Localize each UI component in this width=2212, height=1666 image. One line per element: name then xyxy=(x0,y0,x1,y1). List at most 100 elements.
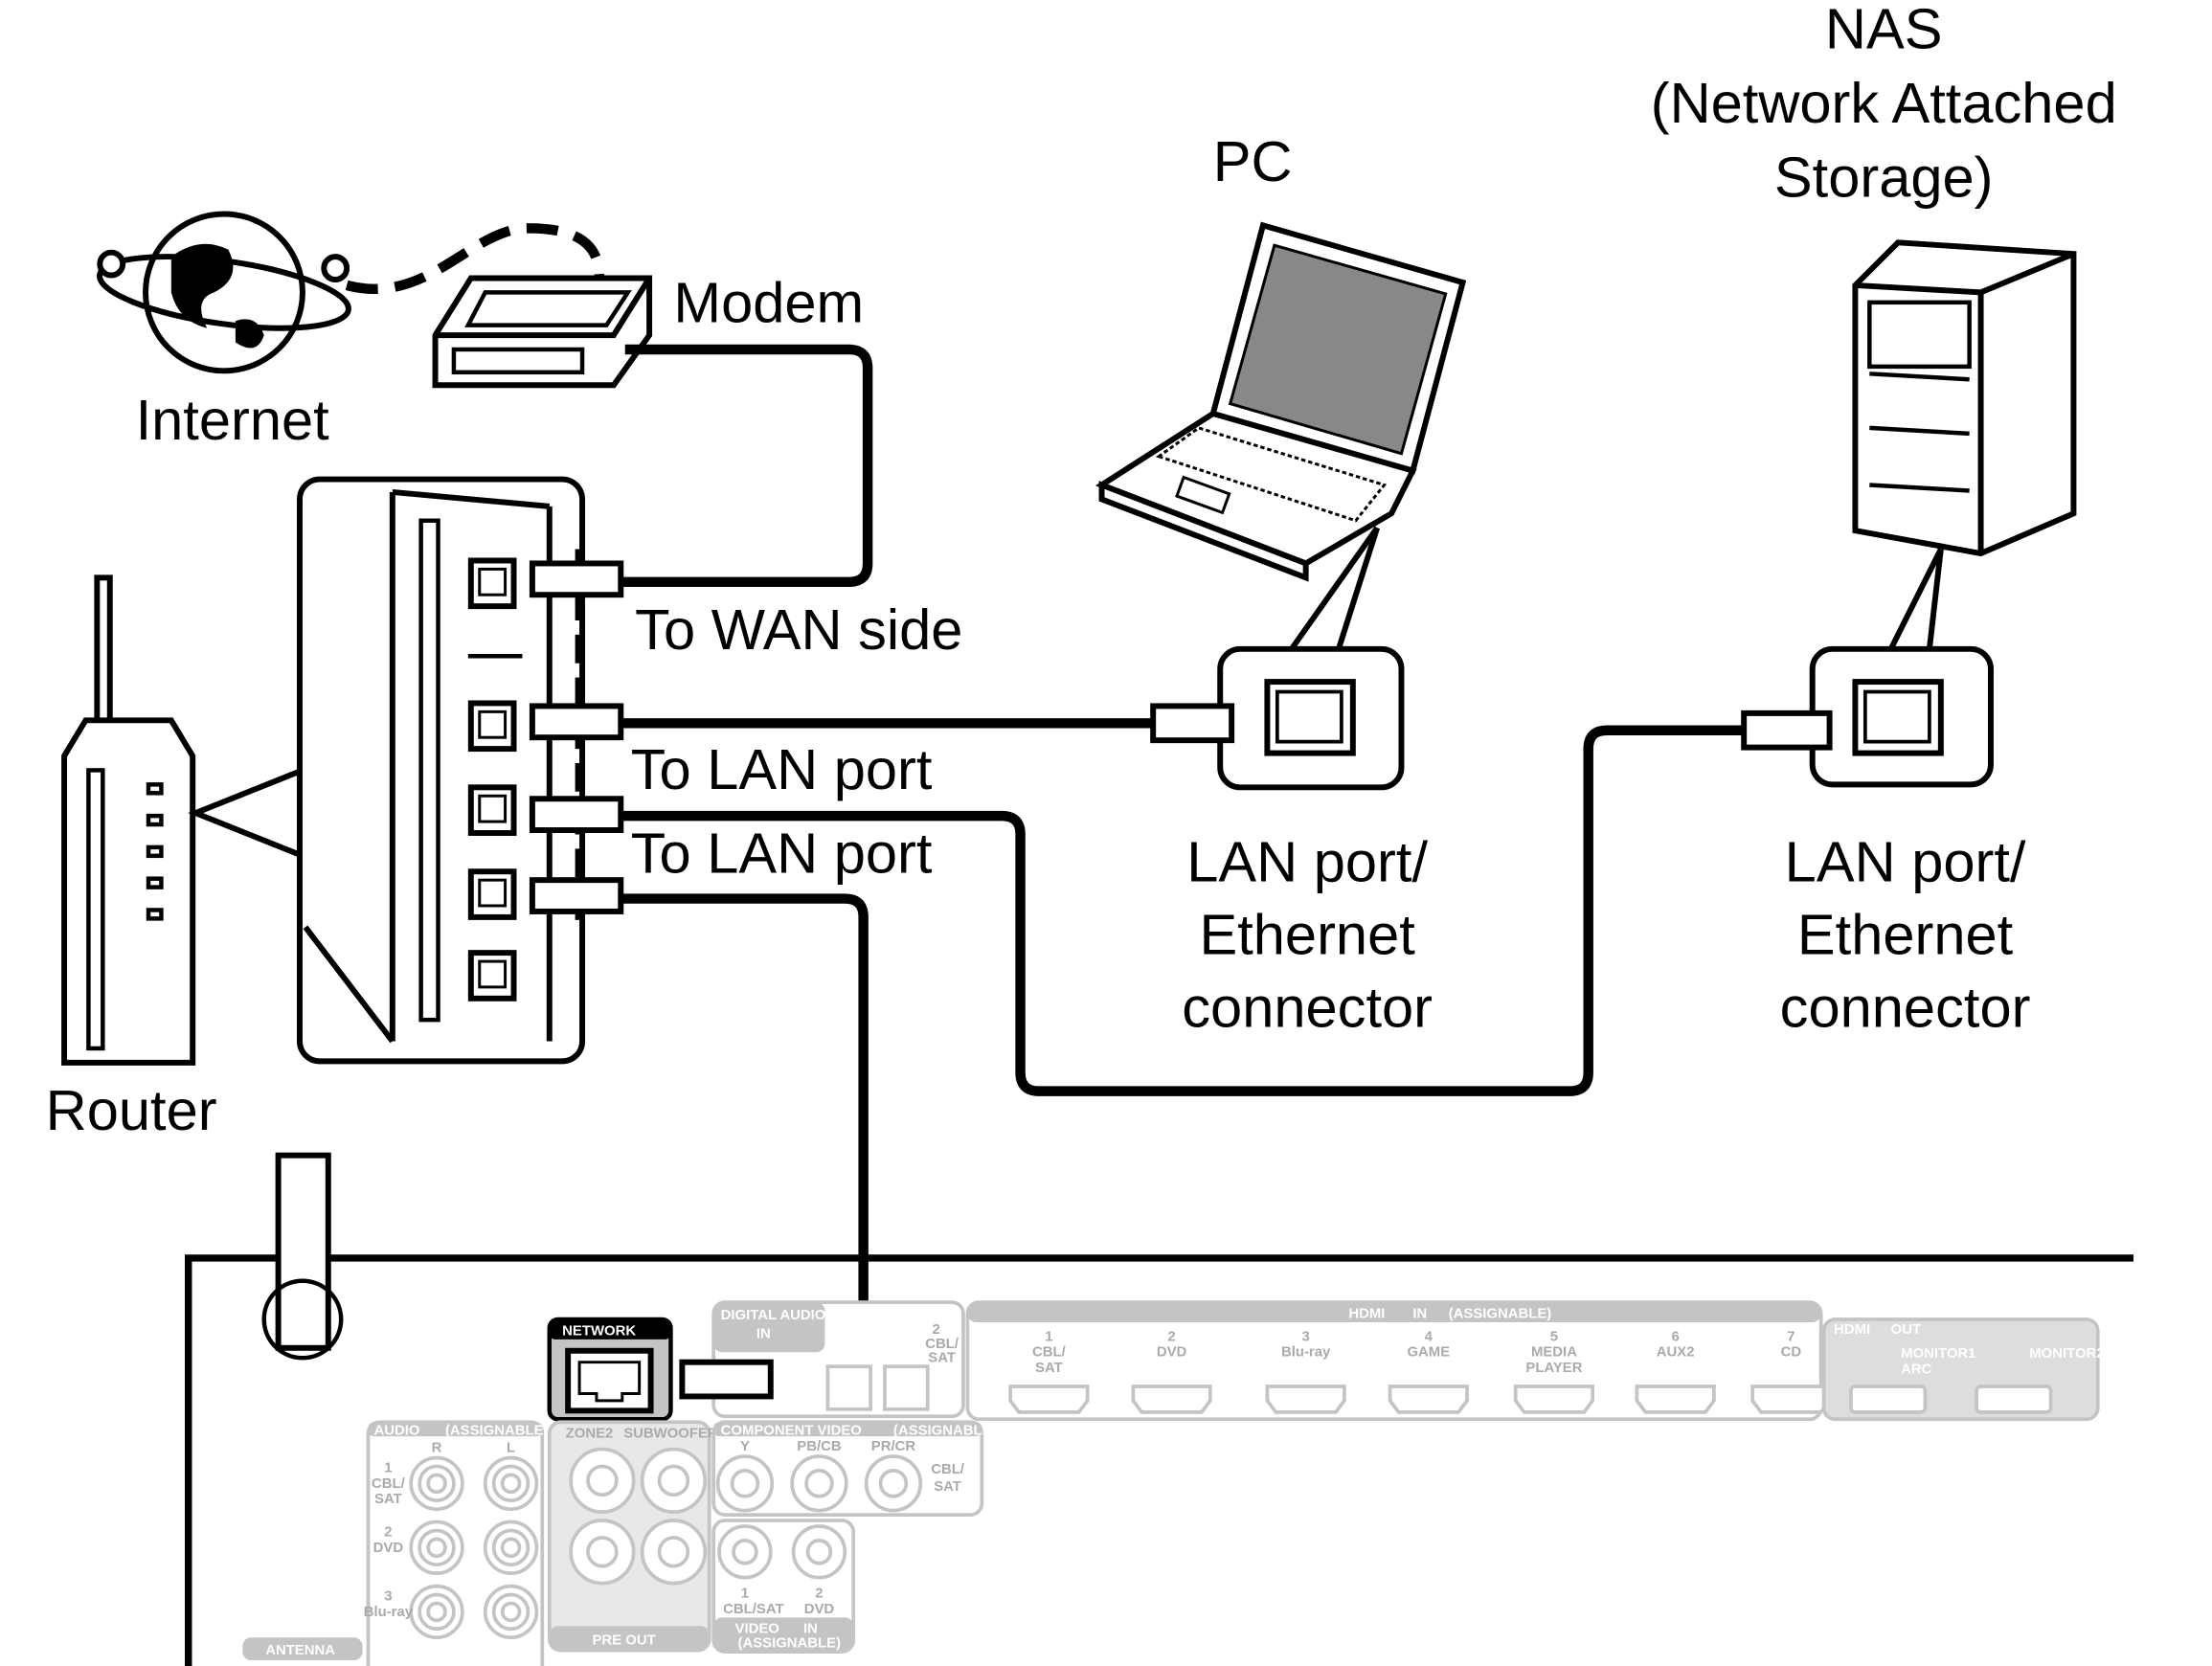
pre-out-label: PRE OUT xyxy=(592,1633,655,1649)
digital-audio-label: DIGITAL AUDIO xyxy=(721,1308,826,1323)
component-input-name: CBL/ xyxy=(931,1462,964,1477)
in-badge: IN xyxy=(756,1326,771,1341)
assignable-label: (ASSIGNABLE) xyxy=(1449,1307,1552,1322)
router-wan-port xyxy=(467,557,517,610)
in-badge: IN xyxy=(803,1622,818,1637)
video-input-name: DVD xyxy=(804,1602,835,1617)
hdmi-input-number: 2 xyxy=(1167,1329,1175,1344)
hdmi-input-number: 1 xyxy=(1045,1329,1052,1344)
component-col-label: Y xyxy=(740,1439,750,1454)
nas-port-label-line3: connector xyxy=(1780,976,2031,1040)
ethernet-plug-icon xyxy=(1741,709,1833,751)
router-lan-port xyxy=(467,868,517,920)
audio-input-number: 3 xyxy=(384,1588,392,1604)
hdmi-out-port xyxy=(1849,1385,1928,1414)
component-video-section: COMPONENT VIDEO (ASSIGNABLE) Y PB/CB PR/… xyxy=(711,1420,997,1517)
left-channel-label: L xyxy=(507,1441,515,1456)
ethernet-plug-icon xyxy=(529,877,624,914)
nas-lan-cable xyxy=(621,725,1749,1096)
modem-icon xyxy=(432,275,653,389)
hdmi-input-name: DVD xyxy=(1157,1345,1187,1361)
modem-label: Modem xyxy=(673,271,864,335)
hdmi-input-number: 6 xyxy=(1671,1329,1679,1344)
wan-cable xyxy=(621,344,873,588)
nas-lan-port-callout xyxy=(1741,645,1994,788)
component-video-label: COMPONENT VIDEO xyxy=(721,1424,862,1439)
component-col-label: PB/CB xyxy=(797,1439,842,1454)
nas-label-line1: NAS xyxy=(1825,0,1943,61)
pc-port-label-line2: Ethernet xyxy=(1199,903,1415,967)
hdmi-input-name: MEDIA xyxy=(1531,1345,1577,1361)
pc-label: PC xyxy=(1213,129,1293,193)
hdmi-input-number: 5 xyxy=(1550,1329,1558,1344)
video-in-label: VIDEO xyxy=(735,1622,779,1637)
receiver-network-port: NETWORK xyxy=(547,1317,673,1422)
audio-input-name: CBL/ xyxy=(372,1476,405,1492)
hdmi-input-name: CBL/ xyxy=(1032,1345,1066,1361)
component-input-name: SAT xyxy=(934,1479,961,1495)
audio-in-section: AUDIO (ASSIGNABLE) R L 1CBL/SAT2DVD3Blu-… xyxy=(364,1420,549,1666)
ethernet-plug-icon xyxy=(1150,703,1235,744)
arc-label: ARC xyxy=(1901,1362,1932,1378)
nas-port-label-line1: LAN port/ xyxy=(1785,830,2026,894)
hdmi-out-section: HDMI OUT MONITOR1 ARC MONITOR2 xyxy=(1821,1317,2105,1422)
to-lan-port-label: To LAN port xyxy=(631,737,933,801)
zone2-label: ZONE2 xyxy=(566,1427,614,1442)
audio-input-number: 1 xyxy=(384,1460,392,1475)
audio-in-label: AUDIO xyxy=(373,1424,419,1439)
hdmi-input-name: PLAYER xyxy=(1525,1361,1582,1376)
digital-input-number: 2 xyxy=(933,1322,940,1338)
router-lan-port xyxy=(467,950,517,1002)
video-input-number: 2 xyxy=(815,1586,823,1601)
internet-dashed-link xyxy=(345,223,605,295)
ethernet-plug-icon xyxy=(679,1359,774,1400)
laptop-icon xyxy=(1095,221,1467,651)
hdmi-in-section: HDMI IN (ASSIGNABLE) 1CBL/SAT2DVD3Blu-ra… xyxy=(965,1300,1832,1422)
hdmi-input-name: CD xyxy=(1781,1345,1802,1361)
hdmi-input-name: GAME xyxy=(1407,1345,1450,1361)
pc-lan-port-callout xyxy=(1150,645,1405,791)
router-label: Router xyxy=(46,1078,217,1142)
hdmi-out-port xyxy=(1975,1385,2053,1414)
hdmi-input-number: 4 xyxy=(1425,1329,1433,1344)
internet-label: Internet xyxy=(136,388,330,452)
pre-out-section: ZONE2 SUBWOOFER PRE OUT xyxy=(547,1420,718,1653)
optical-port xyxy=(825,1364,872,1411)
video-in-section: 1 2 CBL/SAT DVD VIDEO IN (ASSIGNABLE) xyxy=(711,1519,856,1654)
audio-input-number: 2 xyxy=(384,1524,392,1540)
internet-globe-icon xyxy=(97,211,351,374)
monitor2-label: MONITOR2 xyxy=(2029,1346,2104,1362)
receiver-rear-panel: DIGITAL AUDIO IN 2 CBL/ SAT HDMI IN (ASS… xyxy=(184,1152,2134,1666)
to-wan-side-label: To WAN side xyxy=(635,597,962,662)
to-lan-port-label: To LAN port xyxy=(631,822,933,886)
ethernet-plug-icon xyxy=(529,796,624,833)
nas-tower-icon xyxy=(1852,239,2077,651)
router-lan-port xyxy=(467,700,517,753)
hdmi-out-label: HDMI xyxy=(1834,1322,1870,1338)
ethernet-plug-icon xyxy=(529,560,624,598)
digital-input-name: SAT xyxy=(928,1351,956,1366)
wireless-antenna-icon xyxy=(261,1152,344,1361)
digital-input-name: CBL/ xyxy=(925,1337,959,1352)
router-icon xyxy=(61,574,305,1066)
nas-port-label-line2: Ethernet xyxy=(1797,903,2014,967)
ethernet-plug-icon xyxy=(529,703,624,741)
monitor1-label: MONITOR1 xyxy=(1901,1346,1975,1362)
optical-port xyxy=(883,1364,930,1411)
antenna-section xyxy=(242,1637,363,1661)
audio-input-name: DVD xyxy=(373,1541,404,1556)
hdmi-input-name: SAT xyxy=(1035,1361,1063,1376)
assignable-label: (ASSIGNABLE) xyxy=(893,1424,997,1439)
hdmi-input-name: AUX2 xyxy=(1657,1345,1695,1361)
hdmi-input-number: 3 xyxy=(1301,1329,1309,1344)
component-col-label: PR/CR xyxy=(871,1439,916,1454)
